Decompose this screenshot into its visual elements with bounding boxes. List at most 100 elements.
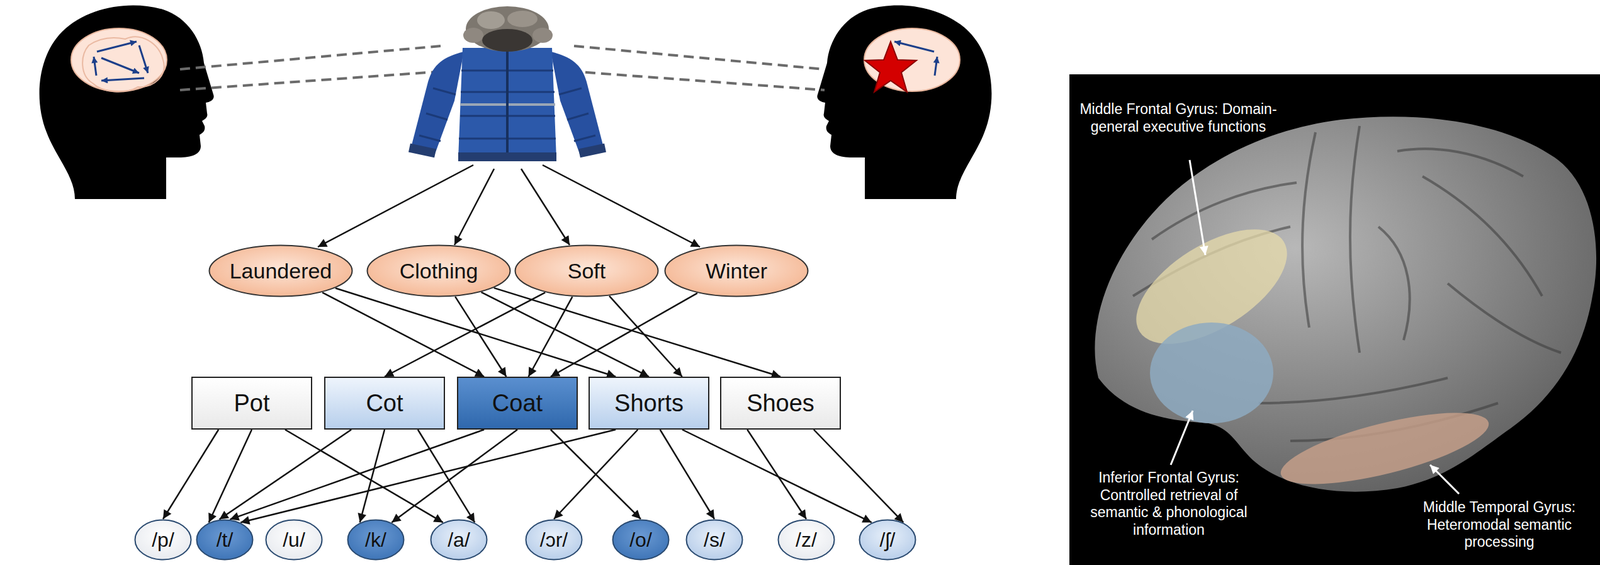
coat-picture [463,27,484,43]
leader-arrow [1430,464,1460,494]
head-silhouette [816,5,992,199]
oval-outline [778,519,835,560]
coat-picture [482,28,533,52]
head-silhouette [71,28,167,92]
connector-arrow [208,429,252,522]
leader-arrow [1170,159,1460,494]
phoneme-oval: /ʃ/ [858,518,917,561]
region-label: Inferior Frontal Gyrus: Controlled retri… [1071,468,1267,539]
brain-picture [1350,125,1360,353]
oval-outline [348,519,405,560]
word-box: Pot [191,376,313,430]
node-text: Laundered [229,259,333,282]
node-text: Shoes [746,390,815,415]
connector-arrow [682,429,872,522]
node-text: Pot [233,390,270,415]
coat-picture [567,113,589,120]
head-silhouette [39,5,215,199]
brain-picture [1397,148,1524,177]
node-text: /o/ [629,529,653,550]
oval-outline [515,245,659,297]
coat-picture [477,11,505,29]
head-silhouette [101,78,145,81]
head-silhouette [96,41,137,52]
connector-arrow [553,429,638,519]
connector-arrow [813,429,904,522]
connector-arrow [391,429,518,522]
brain-picture [1302,132,1316,328]
connector-arrow [163,429,219,519]
connector-arrow [384,292,546,377]
head-silhouette [139,45,148,74]
gaze-line [180,45,441,70]
phoneme-oval: /k/ [346,518,405,561]
oval-outline [197,519,254,560]
oval-outline [665,245,809,297]
brain-picture [1447,283,1561,353]
brain-panel [1069,74,1600,565]
coat-picture [558,88,582,95]
word-box: Coat [456,376,578,430]
brain-picture [1094,116,1597,499]
gaze-line [574,45,825,70]
head-silhouette [864,28,960,92]
phoneme-oval: /ɔr/ [524,518,583,561]
word-box: Shorts [588,376,710,430]
coat-picture [419,135,441,141]
head-silhouette [82,36,164,92]
feature-oval: Laundered [208,244,354,298]
leader-arrow [1189,159,1206,255]
oval-outline [686,519,743,560]
phoneme-oval: /t/ [195,518,254,561]
picture-arrow [454,168,495,245]
oval-outline [613,519,670,560]
picture-arrow [317,164,474,247]
head-silhouette [894,41,935,52]
oval-outline [859,519,916,560]
coat-picture [458,152,557,162]
node-text: /u/ [282,529,306,550]
picture-arrow [521,168,570,245]
coat-picture [410,51,464,156]
ifg-region [1149,322,1274,423]
oval-outline [367,245,511,297]
coat-picture [433,88,456,95]
head-silhouette [93,56,97,76]
phoneme-oval: /o/ [611,518,670,561]
coat-picture [458,47,557,159]
phoneme-oval: /a/ [429,518,488,561]
node-text: /s/ [703,529,726,550]
phoneme-oval: /z/ [777,518,836,561]
node-text: Shorts [614,390,684,415]
connector-arrow [285,429,444,522]
picture-arrow [317,164,700,247]
region-label: Middle Frontal Gyrus: Domain-general exe… [1077,100,1279,136]
connector-arrow [550,292,698,377]
node-text: /a/ [447,529,471,550]
node-text: /p/ [151,529,175,550]
node-text: /z/ [795,529,817,550]
connector-arrow [494,287,781,377]
connector-arrow [229,429,485,520]
oval-outline [431,519,488,560]
connector-arrow [528,296,573,377]
word-box: Shoes [720,376,841,430]
brain-picture [1378,226,1410,340]
node-text: Winter [705,259,768,282]
brain-picture [1258,377,1448,403]
picture-arrow [542,164,700,247]
oval-outline [209,245,353,297]
oval-outline [135,519,192,560]
gaze-line [180,71,446,91]
oval-outline [266,519,323,560]
node-text: Coat [492,390,543,415]
feature-oval: Clothing [366,244,512,298]
connector-arrow [240,429,616,522]
node-text: /k/ [365,529,387,550]
coat-picture [408,143,437,158]
phoneme-oval: /u/ [264,518,323,561]
mtg-region [1274,397,1495,499]
node-text: Cot [365,390,403,415]
connector-arrow [219,429,352,520]
